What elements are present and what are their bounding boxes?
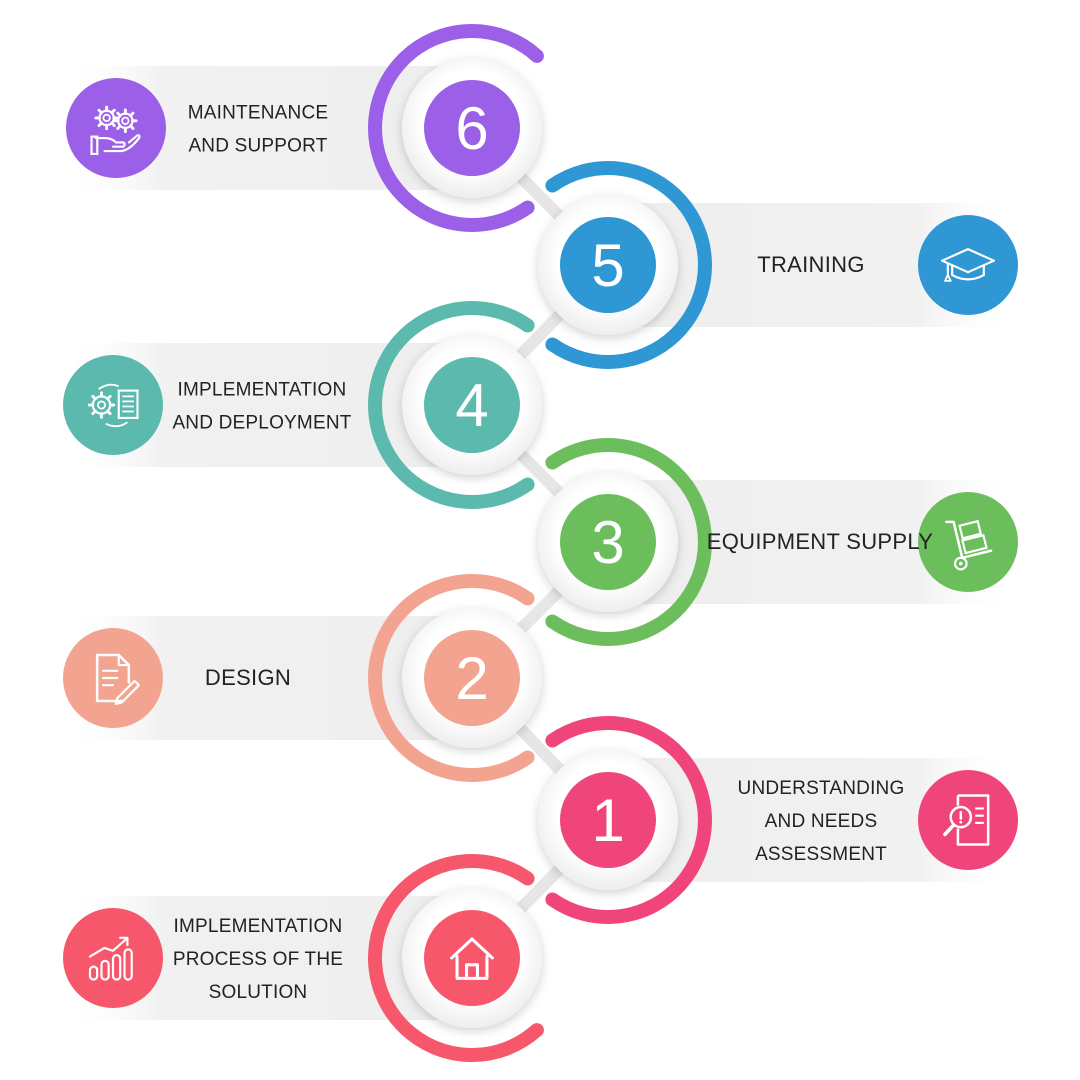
icon-circle-step1 [918,770,1018,870]
ring-step1 [545,716,712,924]
step-number: 6 [455,95,488,162]
step-step2: 2 DESIGN [63,574,542,782]
step-label-line: UNDERSTANDING [738,778,905,799]
step-number: 4 [455,372,488,439]
number-circle-step1 [560,772,656,868]
number-circle-step4 [424,357,520,453]
ring-step2 [368,574,535,782]
step-label-line: ASSESSMENT [755,844,887,865]
graduation-cap-icon [940,248,995,282]
number-circle-step6 [424,80,520,176]
step-label-line: AND DEPLOYMENT [172,413,351,434]
number-circle-step5 [560,217,656,313]
step-number: 2 [455,645,488,712]
step-number: 1 [591,787,624,854]
icon-circle-step6 [66,78,166,178]
home-icon [450,937,494,980]
number-circle-step2 [424,630,520,726]
step-label-line: SOLUTION [209,982,308,1003]
step-label-line: TRAINING [757,252,865,277]
step-base: IMPLEMENTATION PROCESS OF THE SOLUTION [63,854,544,1062]
step-label-line: PROCESS OF THE [173,949,343,970]
step-number: 3 [591,509,624,576]
hand-truck-icon [945,519,993,571]
step-label-line: IMPLEMENTATION [174,916,343,937]
step-step4: 4 IMPLEMENTATION AND DEPLOYMENT [63,301,542,509]
step-label-line: AND NEEDS [765,811,878,832]
step-label-line: AND SUPPORT [188,136,327,157]
document-edit-icon [95,653,140,705]
step-number: 5 [591,232,624,299]
icon-circle-step3 [918,492,1018,592]
step-step5: 5 TRAINING [538,161,1018,369]
gear-document-cycle-icon [87,383,139,428]
ring-step6 [368,24,544,232]
ring-step4 [368,301,535,509]
step-step6: 6 MAINTENANCE AND SUPPORT [66,24,544,232]
step-label-line: IMPLEMENTATION [178,380,347,401]
icon-circle-step5 [918,215,1018,315]
number-circle-step3 [560,494,656,590]
ring-step3 [545,438,712,646]
step-step3: 3 EQUIPMENT SUPPLY [538,438,1018,646]
bar-chart-growth-icon [88,936,133,981]
step-label-line: DESIGN [205,665,291,690]
ring-step5 [545,161,712,369]
document-search-icon [943,794,990,846]
number-circle-base [424,910,520,1006]
gears-hand-icon [90,105,141,155]
ring-base [368,854,544,1062]
step-label-line: EQUIPMENT SUPPLY [707,529,934,554]
step-label-line: MAINTENANCE [188,103,329,124]
step-step1: 1 UNDERSTANDING AND NEEDS ASSESSMENT [538,716,1018,924]
